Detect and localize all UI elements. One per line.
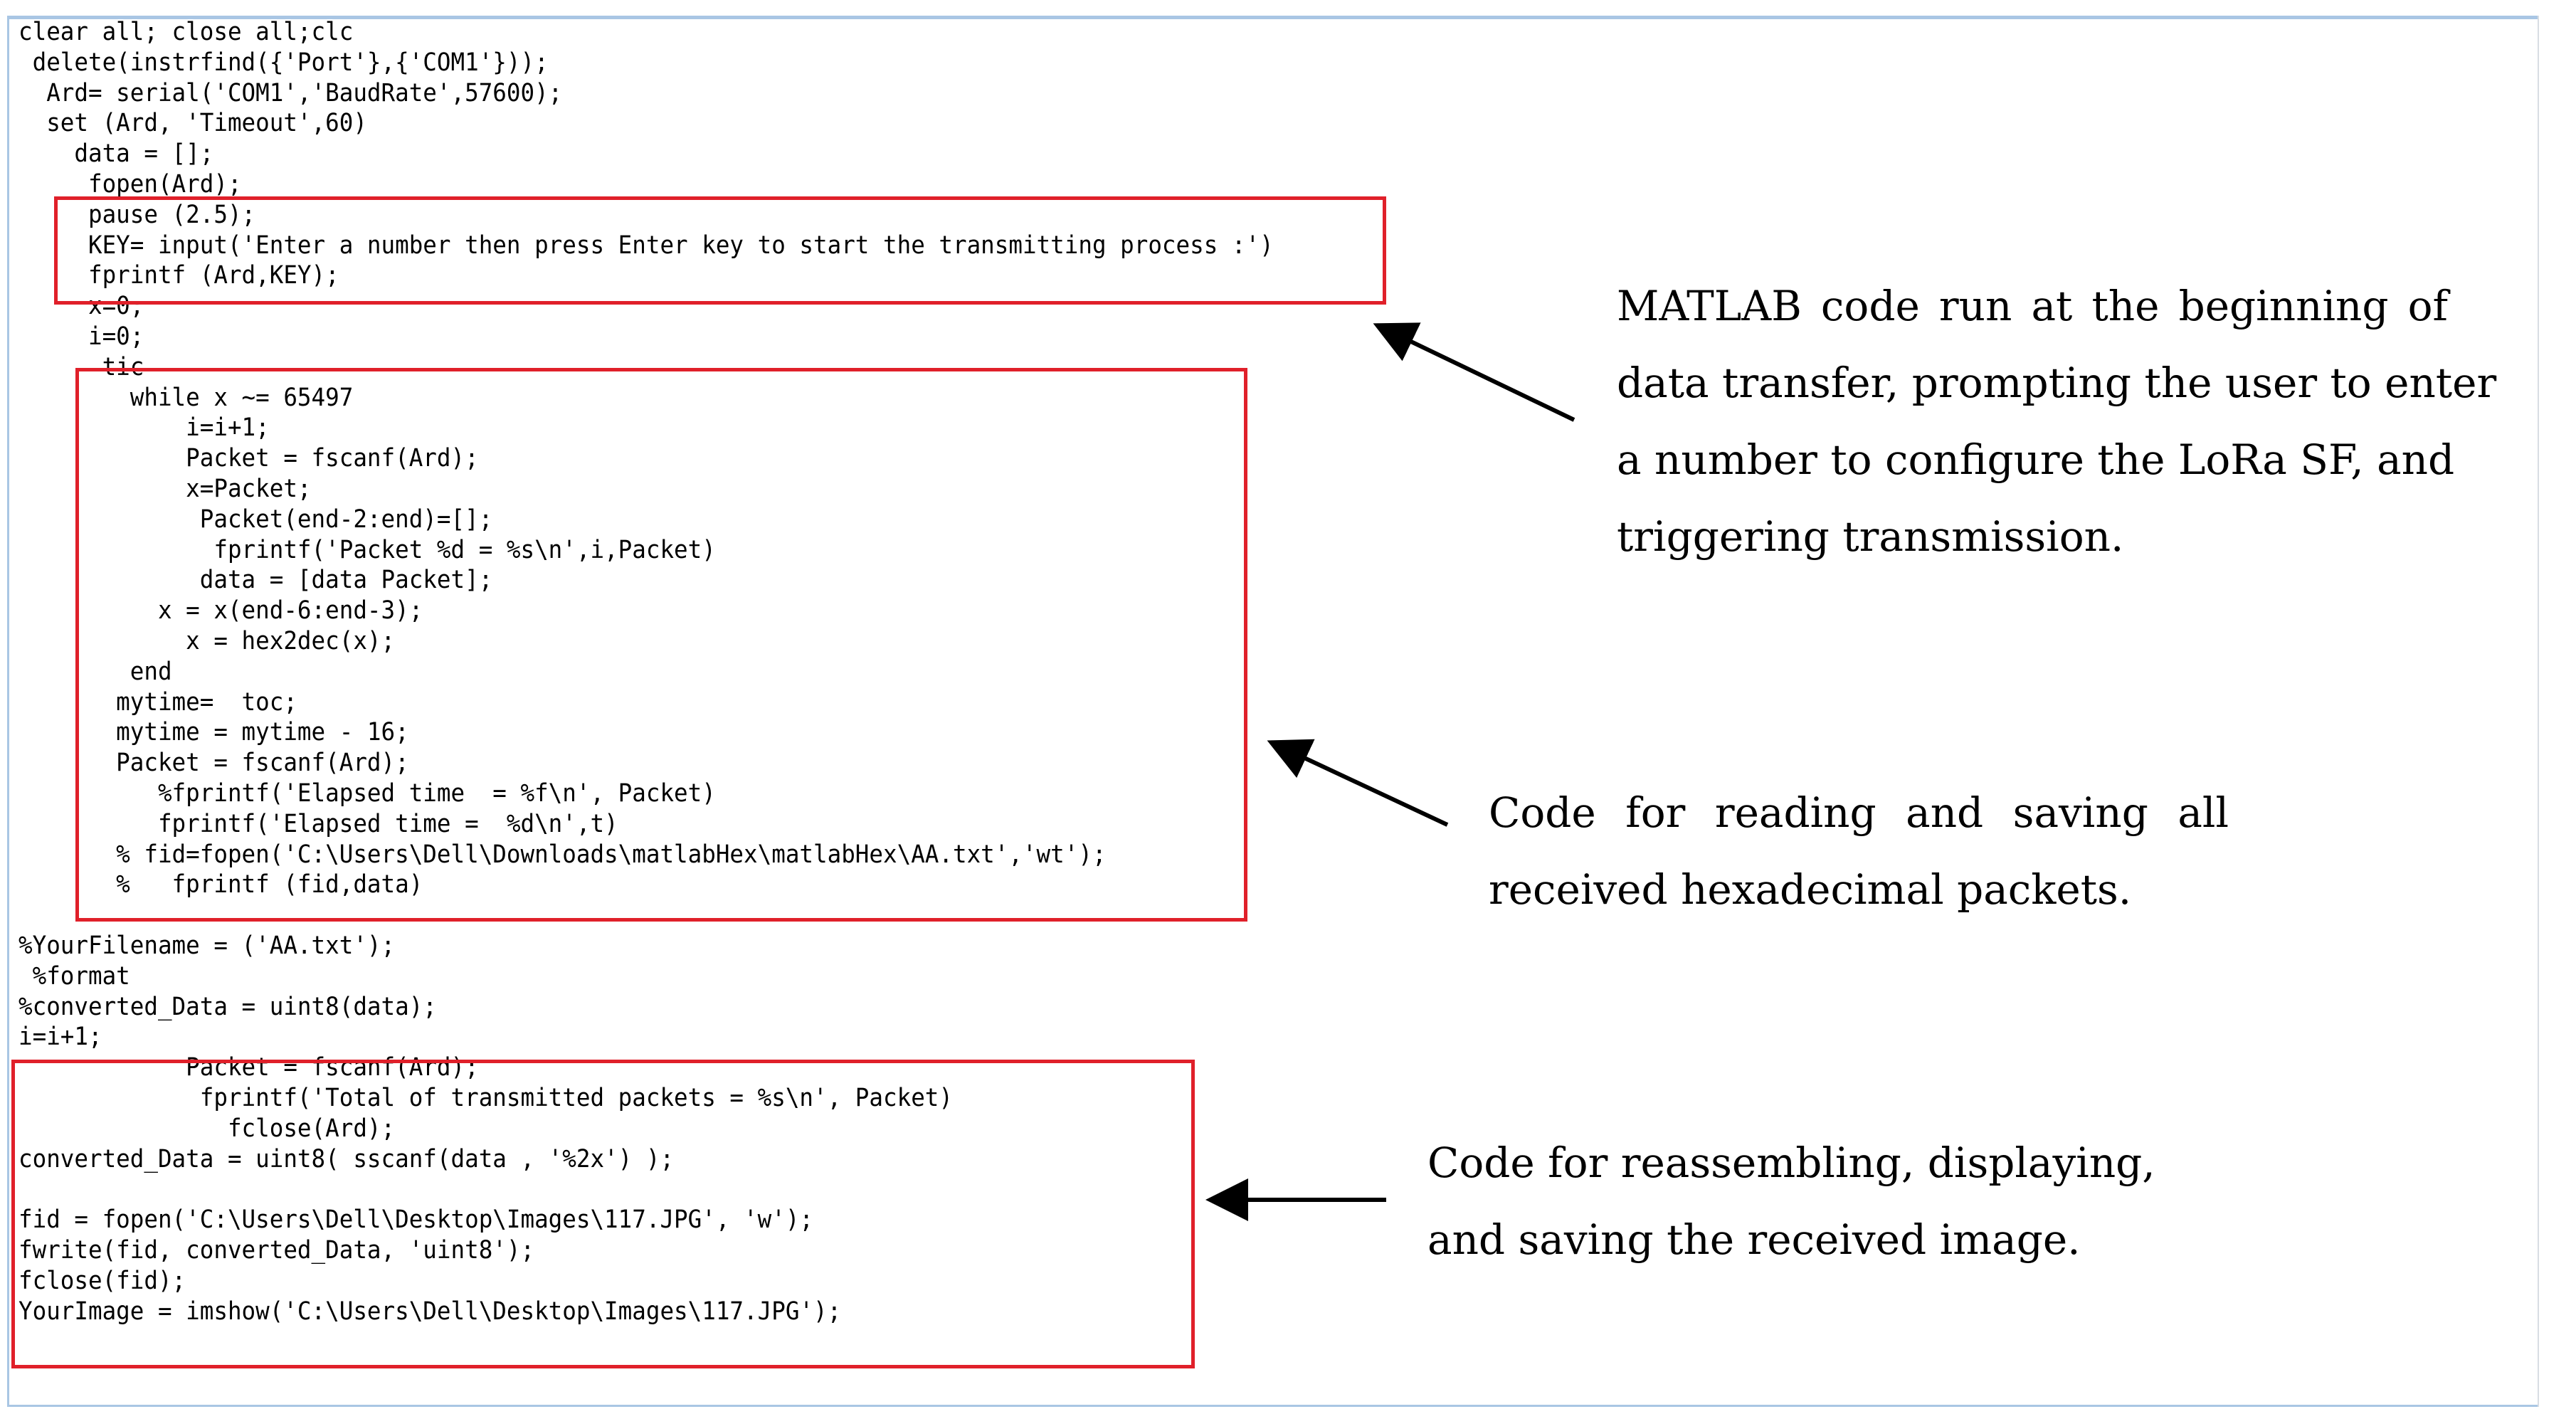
code-line[interactable]: %YourFilename = ('AA.txt'); xyxy=(18,932,396,960)
code-line[interactable]: %format xyxy=(18,961,130,991)
code-line[interactable]: % fprintf (fid,data) xyxy=(18,870,423,899)
code-line[interactable]: fid = fopen('C:\Users\Dell\Desktop\Image… xyxy=(18,1205,814,1235)
code-line[interactable]: fclose(Ard); xyxy=(18,1114,396,1143)
code-line[interactable]: x = hex2dec(x); xyxy=(18,627,396,655)
annotation-line: Code for reassembling, displaying, xyxy=(1427,1139,2155,1187)
code-line[interactable]: mytime = mytime - 16; xyxy=(18,718,409,747)
annotation-line: and saving the received image. xyxy=(1427,1215,2081,1264)
code-line[interactable]: mytime= toc; xyxy=(18,687,297,717)
highlight-box-transmission-start xyxy=(54,196,1386,305)
code-line[interactable]: fprintf (Ard,KEY); xyxy=(18,261,339,290)
code-line[interactable]: fopen(Ard); xyxy=(18,170,242,199)
code-line[interactable]: while x ~= 65497 xyxy=(18,383,354,412)
code-line[interactable]: data = []; xyxy=(18,139,214,169)
code-line[interactable]: Packet = fscanf(Ard); xyxy=(18,1053,479,1082)
annotation-line: received hexadecimal packets. xyxy=(1489,865,2132,914)
code-line[interactable]: i=0; xyxy=(18,322,144,351)
code-line[interactable]: Ard= serial('COM1','BaudRate',57600); xyxy=(18,78,563,107)
code-line[interactable]: tic xyxy=(18,352,144,381)
annotation-read-save-packets: Code for reading and saving all received… xyxy=(1489,774,2229,928)
code-line[interactable]: x=Packet; xyxy=(18,475,312,503)
code-line[interactable]: i=i+1; xyxy=(18,1023,102,1052)
code-line[interactable]: fprintf('Elapsed time = %d\n',t) xyxy=(18,809,618,838)
vertical-scrollbar[interactable] xyxy=(2538,16,2569,1407)
annotation-transmission-start: MATLAB code run at the beginning of data… xyxy=(1617,268,2497,575)
annotation-line: Code for reading and saving all xyxy=(1489,788,2229,837)
code-line[interactable]: fclose(fid); xyxy=(18,1266,186,1295)
annotation-reassemble-image: Code for reassembling, displaying, and s… xyxy=(1427,1124,2168,1278)
code-line[interactable]: i=i+1; xyxy=(18,413,270,443)
code-line[interactable]: delete(instrfind({'Port'},{'COM1'})); xyxy=(18,48,549,77)
code-line[interactable]: Packet(end-2:end)=[]; xyxy=(18,505,493,534)
code-line[interactable]: fwrite(fid, converted_Data, 'uint8'); xyxy=(18,1236,535,1265)
code-editor-window xyxy=(7,16,2567,1407)
code-line[interactable]: %fprintf('Elapsed time = %f\n', Packet) xyxy=(18,779,716,808)
code-line[interactable]: fprintf('Total of transmitted packets = … xyxy=(18,1084,953,1112)
code-line[interactable]: x=0; xyxy=(18,292,144,321)
code-line[interactable]: set (Ard, 'Timeout',60) xyxy=(18,109,367,138)
annotation-line: a number to configure the LoRa SF, and xyxy=(1617,436,2455,484)
highlight-box-reassemble-image xyxy=(11,1060,1195,1368)
annotation-line: data transfer, prompting the user to ent… xyxy=(1617,359,2497,407)
code-line[interactable]: %converted_Data = uint8(data); xyxy=(18,992,437,1021)
highlight-box-read-save-packets xyxy=(75,368,1247,922)
code-line[interactable]: x = x(end-6:end-3); xyxy=(18,596,423,626)
code-line[interactable]: converted_Data = uint8( sscanf(data , '%… xyxy=(18,1144,675,1173)
code-line[interactable]: KEY= input('Enter a number then press En… xyxy=(18,231,1274,260)
annotation-line: MATLAB code run at the beginning of xyxy=(1617,282,2448,330)
code-line[interactable]: end xyxy=(18,657,172,686)
code-line[interactable]: % fid=fopen('C:\Users\Dell\Downloads\mat… xyxy=(18,840,1107,869)
code-line[interactable]: clear all; close all;clc xyxy=(18,18,354,46)
code-line[interactable]: pause (2.5); xyxy=(18,200,256,229)
code-line[interactable]: Packet = fscanf(Ard); xyxy=(18,444,479,473)
annotation-line: triggering transmission. xyxy=(1617,512,2124,561)
code-line[interactable]: YourImage = imshow('C:\Users\Dell\Deskto… xyxy=(18,1297,842,1326)
code-line[interactable]: Packet = fscanf(Ard); xyxy=(18,749,409,778)
code-line[interactable]: data = [data Packet]; xyxy=(18,566,493,595)
code-line[interactable]: fprintf('Packet %d = %s\n',i,Packet) xyxy=(18,535,716,564)
